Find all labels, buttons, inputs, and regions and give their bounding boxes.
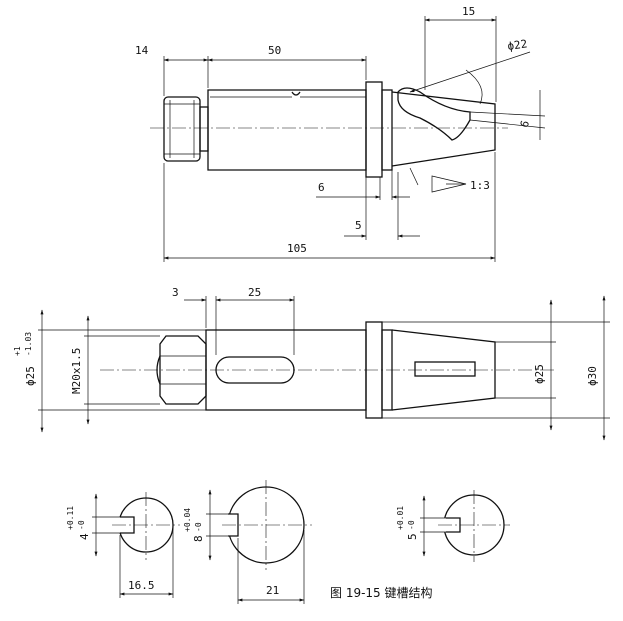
right-tol-low: -0	[407, 520, 416, 530]
section-middle: 8 +0.04 -0 21	[183, 480, 312, 604]
section-left: 4 +0.11 -0 16.5	[66, 492, 180, 598]
left-tol-up: +0.11	[66, 506, 75, 530]
front-view: 14 50 15 ϕ22 6 6 5 105 1:3	[135, 5, 546, 262]
tapered-end	[391, 91, 496, 167]
dim-5: 5	[355, 219, 362, 232]
tol-upper: +1	[13, 346, 22, 356]
dim-14: 14	[135, 44, 149, 57]
middle-keyseat	[228, 513, 239, 537]
middle-depth: 8	[192, 535, 205, 542]
dim-3: 3	[172, 286, 179, 299]
top-nut	[159, 335, 207, 405]
middle-width: 21	[266, 584, 279, 597]
main-shaft	[207, 89, 367, 171]
dim-phi25-right: ϕ25	[533, 364, 546, 384]
dim-phi30: ϕ30	[586, 366, 599, 386]
dim-6-right: 6	[518, 119, 532, 129]
top-view: 3 25 ϕ25 +1 -1.03 M20x1.5 ϕ25 ϕ30	[13, 286, 610, 441]
dim-6-bottom: 6	[318, 181, 325, 194]
left-depth: 4	[78, 533, 91, 540]
taper-keyway-section	[397, 87, 471, 141]
taper-ratio: 1:3	[470, 179, 490, 192]
taper-symbol	[431, 175, 467, 193]
middle-tol-low: -0	[194, 522, 203, 532]
right-tol-up: +0.01	[396, 506, 405, 530]
dim-105: 105	[287, 242, 307, 255]
dim-phi22: ϕ22	[507, 37, 528, 53]
dim-thread: M20x1.5	[70, 348, 83, 394]
left-width: 16.5	[128, 579, 155, 592]
dim-phi25-tol: ϕ25	[24, 366, 37, 386]
collar	[365, 81, 383, 178]
dim-15: 15	[462, 5, 475, 18]
taper-keyway	[414, 361, 476, 377]
middle-tol-up: +0.04	[183, 508, 192, 532]
left-tol-low: -0	[77, 520, 86, 530]
shaft-keyway	[215, 356, 295, 384]
dim-25: 25	[248, 286, 261, 299]
figure-caption: 图 19-15 键槽结构	[330, 586, 433, 600]
section-right: 5 +0.01 -0	[396, 490, 510, 562]
right-depth: 5	[406, 533, 419, 540]
thread-end	[163, 96, 201, 162]
dim-50: 50	[268, 44, 281, 57]
tol-lower: -1.03	[24, 332, 33, 356]
